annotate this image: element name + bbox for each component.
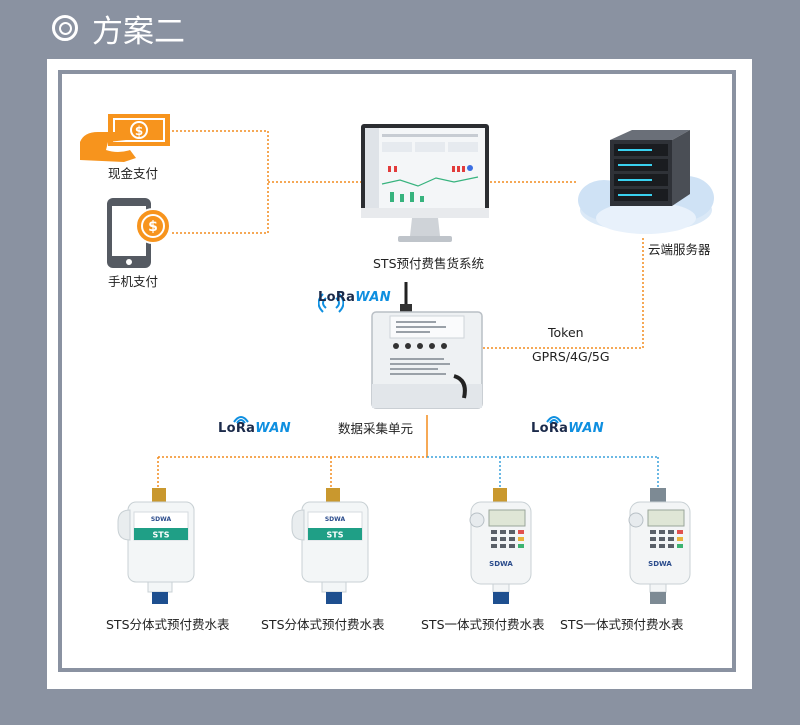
split-meter-icon: STS SDWA (291, 488, 369, 604)
cloud-server-label: 云端服务器 (648, 242, 711, 257)
meter4-label: STS一体式预付费水表 (560, 617, 684, 632)
meter2-label: STS分体式预付费水表 (261, 617, 385, 632)
lorawan-wan-text: WAN (355, 290, 391, 305)
integrated-meter-icon: SDWA (628, 488, 691, 604)
meter-brand-text: SDWA (151, 516, 172, 523)
mobile-payment-icon: $ (107, 198, 171, 268)
meter1-label: STS分体式预付费水表 (106, 617, 230, 632)
lorawan-logo-right: LoRaWAN (531, 421, 604, 436)
lorawan-wan-text: WAN (255, 421, 291, 436)
section-header: 方案二 (52, 6, 185, 50)
network-label: GPRS/4G/5G (532, 349, 610, 364)
svg-text:$: $ (148, 219, 158, 235)
meter3-label: STS一体式预付费水表 (421, 617, 545, 632)
wireless-signal-icon (233, 416, 249, 424)
lorawan-logo-left: LoRaWAN (218, 421, 291, 436)
cloud-server-icon (578, 130, 714, 234)
wireless-signal-icon (546, 416, 562, 424)
monitor-icon (361, 124, 489, 242)
lorawan-logo-top: LoRaWAN (318, 290, 391, 305)
collector-label: 数据采集单元 (338, 421, 414, 436)
section-title: 方案二 (92, 13, 185, 50)
lorawan-wan-text: WAN (568, 421, 604, 436)
meter-brand-text: SDWA (325, 516, 346, 523)
cash-payment-label: 现金支付 (108, 166, 159, 181)
circle-bullet-icon (52, 15, 78, 41)
meter-brand-text: SDWA (648, 560, 672, 568)
split-meter-icon: STS SDWA (117, 488, 195, 604)
meter-sts-text: STS (153, 531, 170, 540)
cash-payment-icon: $ (80, 114, 170, 162)
wireless-signal-icon (318, 293, 344, 313)
lorawan-lo-text: LoRa (218, 421, 256, 436)
system-label: STS预付费售货系统 (373, 256, 485, 271)
meter-brand-text: SDWA (489, 560, 513, 568)
token-label: Token (548, 325, 584, 340)
cloud-to-collector-line (483, 238, 644, 349)
lorawan-lo-text: LoRa (531, 421, 569, 436)
integrated-meter-icon: SDWA (469, 488, 532, 604)
payment-bracket-line (172, 130, 269, 234)
diagram-frame (58, 70, 736, 672)
meter-sts-text: STS (327, 531, 344, 540)
lorawan-lo-text: LoRa (318, 290, 356, 305)
svg-text:$: $ (135, 124, 143, 138)
collector-device-icon (371, 282, 483, 409)
mobile-payment-label: 手机支付 (108, 274, 159, 289)
